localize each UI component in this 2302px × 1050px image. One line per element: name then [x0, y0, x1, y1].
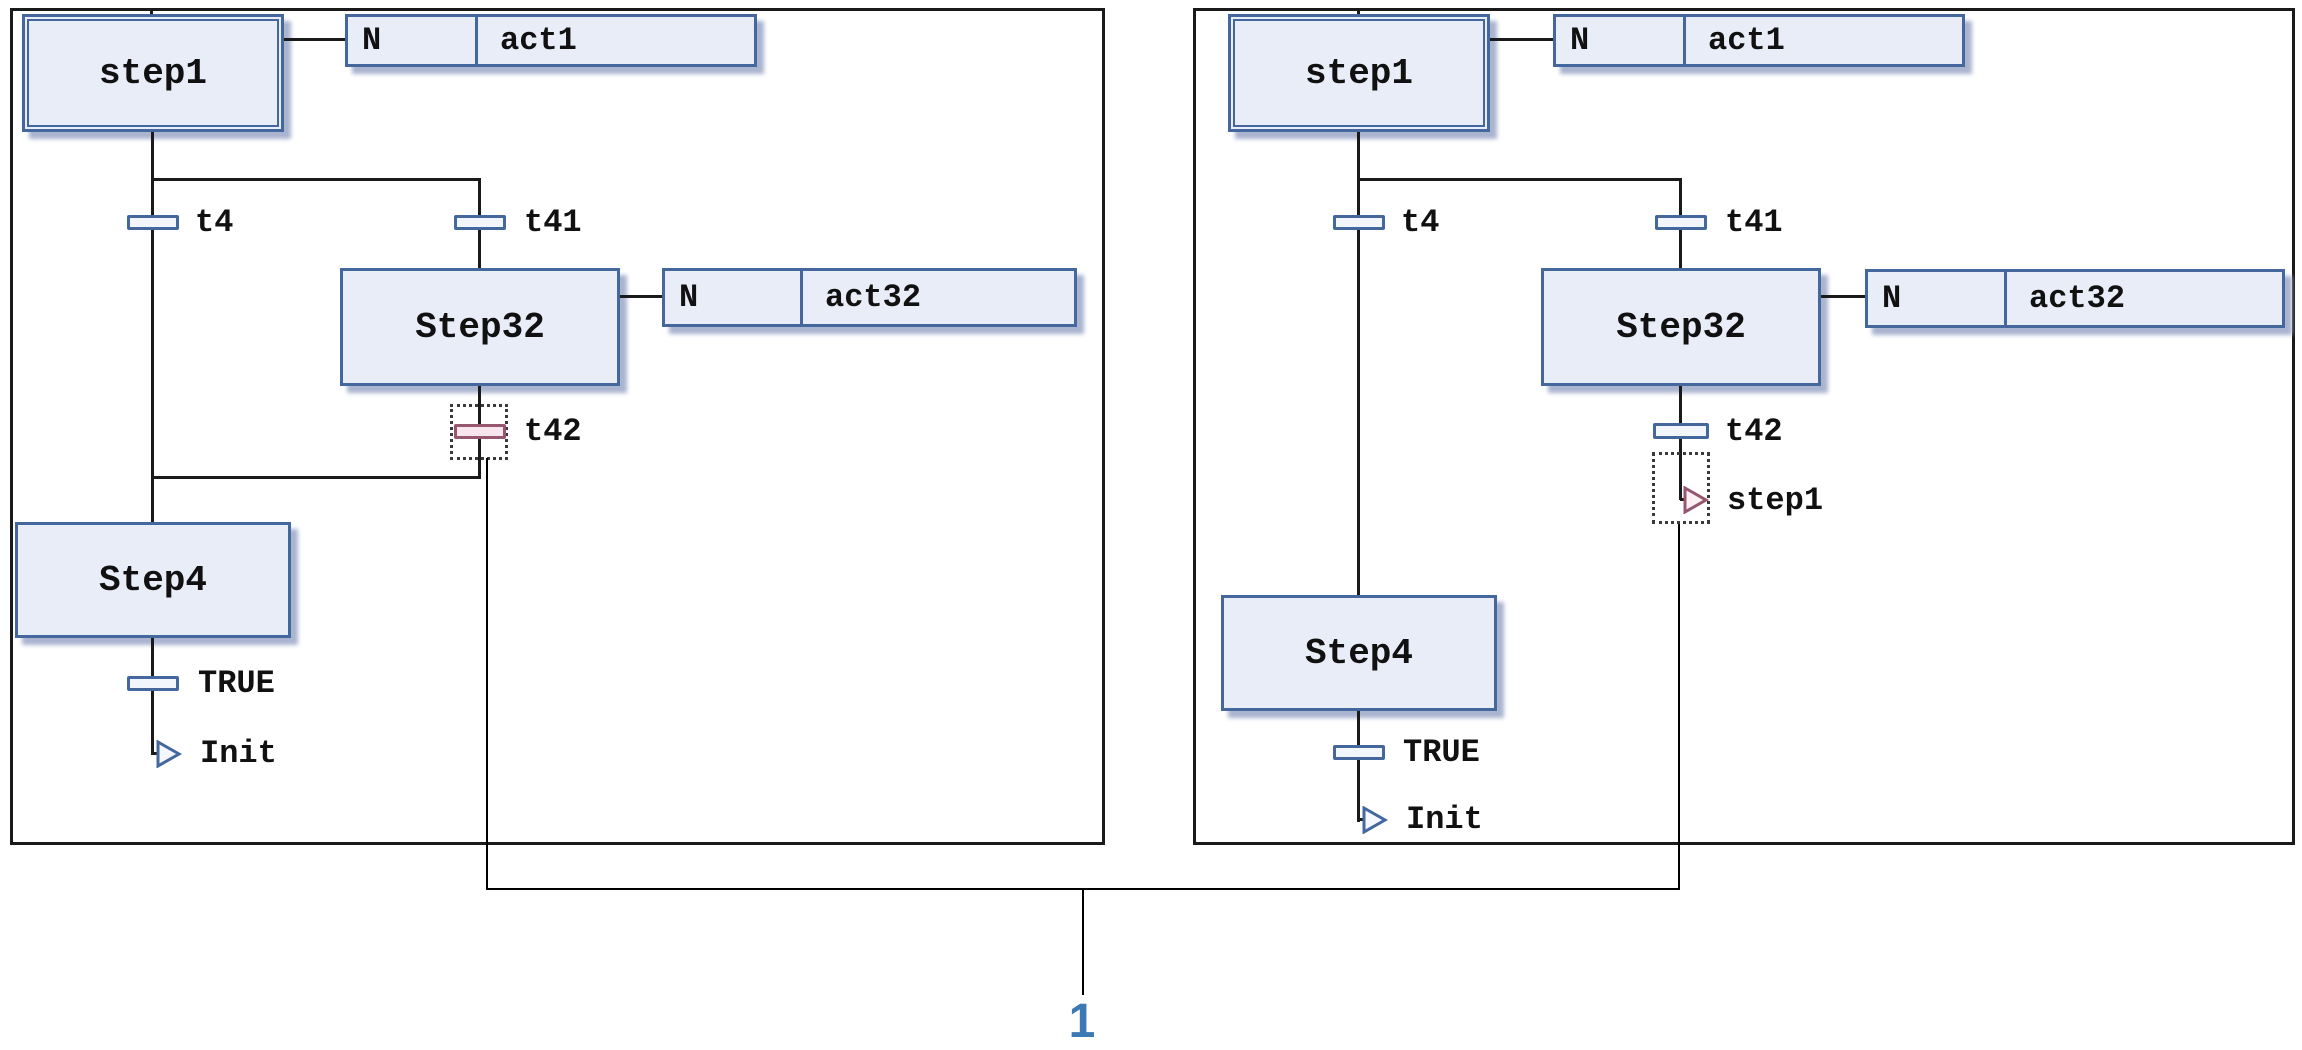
initial-step-inner-border: step1	[1233, 19, 1485, 127]
branch-line	[1357, 178, 1682, 181]
transition-label-true: TRUE	[1403, 734, 1480, 771]
step-step32[interactable]: Step32	[340, 268, 620, 386]
callout-leader-line	[1678, 524, 1680, 890]
action-block-act1[interactable]: N act1	[345, 14, 757, 67]
action-connector-line	[284, 38, 345, 41]
action-name: act1	[1708, 22, 1785, 59]
connector-line	[151, 178, 154, 524]
initial-step-step1[interactable]: step1	[22, 14, 284, 132]
transition-t42-selected[interactable]	[454, 424, 506, 439]
selection-marquee	[1652, 452, 1710, 524]
connector-line	[1357, 760, 1360, 822]
selection-marquee	[450, 404, 508, 460]
step-step4[interactable]: Step4	[1221, 595, 1497, 711]
action-qualifier: N	[665, 271, 803, 324]
connector-line	[1357, 132, 1360, 181]
action-qualifier: N	[1868, 272, 2007, 325]
transition-label-t42: t42	[1725, 413, 1783, 450]
transition-label-t4: t4	[195, 204, 234, 241]
join-line	[151, 476, 481, 479]
step-label: Step32	[415, 306, 545, 348]
jump-target-label-step1: step1	[1727, 482, 1824, 519]
step-label: Step4	[1304, 632, 1414, 674]
transition-label-t41: t41	[524, 204, 582, 241]
connector-line	[150, 8, 153, 17]
transition-label-true: TRUE	[198, 665, 275, 702]
connector-line	[1357, 8, 1360, 17]
action-block-act32[interactable]: N act32	[1865, 269, 2285, 328]
transition-t41[interactable]	[1655, 215, 1707, 230]
step-step4[interactable]: Step4	[15, 522, 291, 638]
jump-arrow-icon[interactable]	[1361, 806, 1389, 834]
action-connector-line	[620, 295, 662, 298]
connector-line	[151, 691, 154, 755]
branch-line	[151, 178, 481, 181]
step-label: Step4	[98, 559, 208, 601]
connector-line	[151, 132, 154, 181]
transition-true[interactable]	[127, 676, 179, 691]
step-label: step1	[1304, 52, 1414, 94]
connector-line	[152, 752, 158, 755]
callout-leader-line	[486, 458, 488, 890]
transition-t41[interactable]	[454, 215, 506, 230]
transition-true[interactable]	[1333, 745, 1385, 760]
callout-leader-line	[1082, 888, 1084, 995]
action-name: act32	[825, 279, 922, 316]
step-label: step1	[98, 52, 208, 94]
transition-t42[interactable]	[1653, 423, 1709, 439]
transition-label-t4: t4	[1401, 204, 1440, 241]
connector-line	[1679, 386, 1682, 500]
action-name: act1	[500, 22, 577, 59]
initial-step-step1[interactable]: step1	[1228, 14, 1490, 132]
connector-line	[1680, 498, 1686, 501]
initial-step-inner-border: step1	[27, 19, 279, 127]
callout-number: 1	[1068, 995, 1096, 1048]
connector-line	[1358, 818, 1364, 821]
transition-t4[interactable]	[1333, 215, 1385, 230]
step-step32[interactable]: Step32	[1541, 268, 1821, 386]
connector-line	[1357, 711, 1360, 747]
transition-label-t41: t41	[1725, 204, 1783, 241]
action-qualifier: N	[348, 17, 478, 64]
action-name: act32	[2029, 280, 2126, 317]
connector-line	[151, 638, 154, 678]
sfc-panel-before	[10, 8, 1105, 845]
jump-target-label-init: Init	[1406, 801, 1483, 838]
step-label: Step32	[1616, 306, 1746, 348]
transition-label-t42: t42	[524, 413, 582, 450]
action-block-act1[interactable]: N act1	[1553, 14, 1965, 67]
action-connector-line	[1490, 38, 1553, 41]
connector-line	[1357, 178, 1360, 597]
jump-arrow-icon[interactable]	[155, 740, 183, 768]
action-qualifier: N	[1556, 17, 1686, 64]
transition-t4[interactable]	[127, 215, 179, 230]
action-connector-line	[1821, 295, 1865, 298]
jump-target-label-init: Init	[200, 735, 277, 772]
jump-arrow-selected-icon[interactable]	[1682, 486, 1710, 514]
action-block-act32[interactable]: N act32	[662, 268, 1077, 327]
